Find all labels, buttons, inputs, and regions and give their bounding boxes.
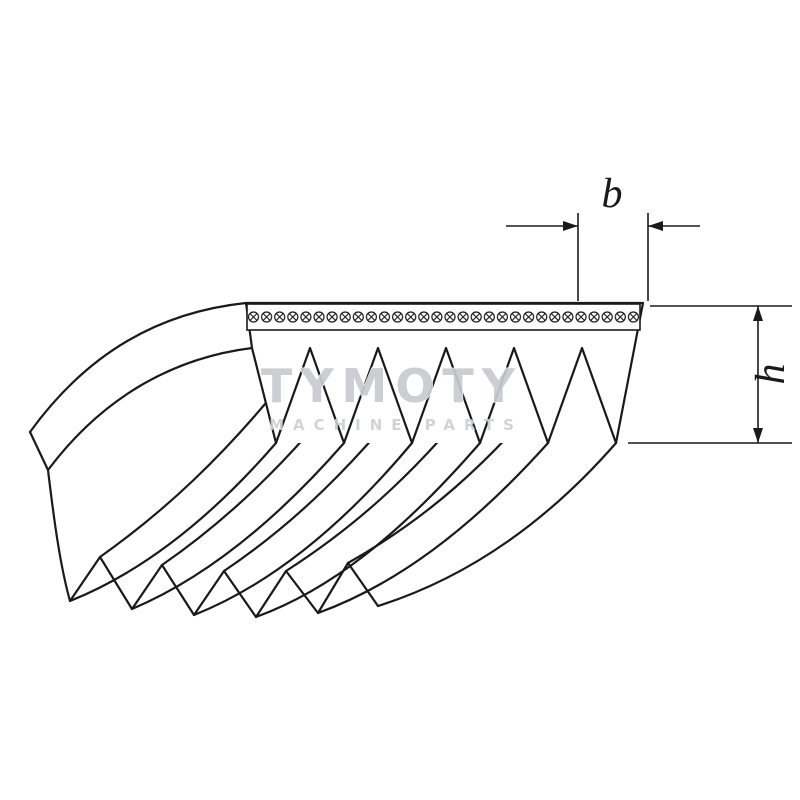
belt-front-face-fill (246, 303, 643, 443)
rib-curve (192, 441, 414, 617)
belt-outer-back-curve (28, 301, 248, 434)
dimension-b: b (506, 171, 700, 301)
rib-curve (254, 441, 482, 619)
belt-front-face-outline (244, 301, 645, 445)
dim-b-arrow-left (563, 221, 578, 231)
dim-b-arrow-right (648, 221, 663, 231)
dimension-h: h (628, 305, 794, 444)
belt-tension-band (246, 303, 641, 331)
watermark: TYMOTY MACHINE PARTS (260, 358, 523, 434)
belt-rib-sweep-curves (68, 441, 618, 619)
dim-b-label: b (602, 171, 623, 217)
dim-h-arrow-top (753, 306, 763, 321)
belt-inner-back-curve (46, 346, 254, 472)
watermark-subtitle: MACHINE PARTS (269, 416, 523, 434)
dim-h-label: h (748, 364, 794, 385)
rib-curve (316, 441, 550, 615)
dim-h-arrow-bottom (753, 428, 763, 443)
belt-end-teeth (28, 430, 380, 619)
tension-band-pattern (246, 303, 641, 331)
rib-curve (130, 441, 346, 611)
rib-curve (376, 441, 618, 608)
watermark-title: TYMOTY (261, 359, 523, 413)
rib-curve (68, 441, 278, 603)
